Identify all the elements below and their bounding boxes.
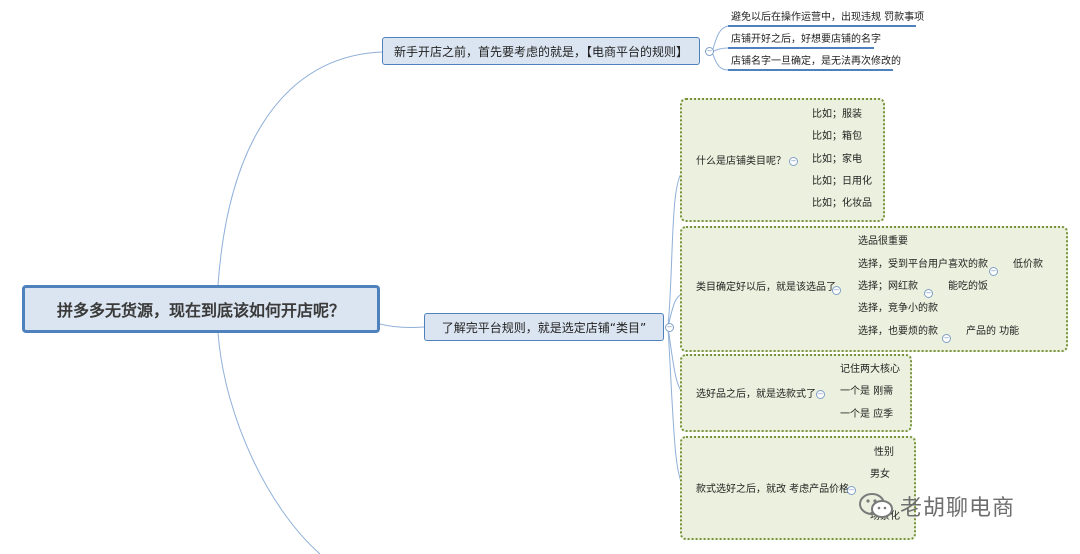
- leaf-male-female[interactable]: 男女: [870, 469, 890, 480]
- wechat-icon: [859, 493, 893, 518]
- leaf-gender[interactable]: 性别: [874, 447, 894, 458]
- leaf-selection-important[interactable]: 选品很重要: [858, 236, 908, 247]
- group-choose-style: [680, 354, 912, 432]
- group-label-product-selection[interactable]: 类目确定好以后，就是该选品了: [696, 282, 836, 293]
- group-what-is-category: [680, 98, 885, 222]
- branch-choose-category[interactable]: 了解完平台规则，就是选定店铺“类目”: [424, 313, 664, 341]
- collapse-icon[interactable]: −: [924, 289, 933, 298]
- watermark-text: 老胡聊电商: [900, 496, 1016, 521]
- collapse-icon[interactable]: −: [705, 47, 714, 56]
- collapse-icon[interactable]: −: [816, 390, 825, 399]
- leaf-necessity[interactable]: 一个是 刚需: [840, 386, 894, 397]
- leaf-avoid-violation[interactable]: 避免以后在操作运营中，出现违规 罚款事项: [731, 12, 925, 23]
- leaf-product-function[interactable]: 产品的 功能: [966, 326, 1020, 337]
- collapse-icon[interactable]: −: [789, 157, 798, 166]
- collapse-icon[interactable]: −: [847, 486, 856, 495]
- group-label-choose-style[interactable]: 选好品之后，就是选款式了: [696, 389, 816, 400]
- leaf-influencer-item[interactable]: 选择；网红款: [858, 281, 918, 292]
- watermark: 老胡聊电商: [858, 488, 1015, 524]
- leaf-example-cosmetics[interactable]: 比如；化妆品: [812, 198, 872, 209]
- group-label-what-is-category[interactable]: 什么是店铺类目呢？: [696, 156, 786, 167]
- leaf-example-bags[interactable]: 比如；箱包: [812, 131, 862, 142]
- leaf-two-cores[interactable]: 记住两大核心: [840, 364, 900, 375]
- branch-platform-rules[interactable]: 新手开店之前，首先要考虑的就是，【电商平台的规则】: [382, 37, 700, 65]
- leaf-bread-and-butter[interactable]: 能吃的饭: [948, 281, 988, 292]
- leaf-store-name[interactable]: 店铺开好之后，好想要店铺的名字: [731, 34, 881, 45]
- leaf-low-price[interactable]: 低价款: [1013, 259, 1043, 270]
- collapse-icon[interactable]: −: [832, 286, 841, 295]
- leaf-example-clothing[interactable]: 比如；服装: [812, 109, 862, 120]
- root-topic[interactable]: 拼多多无货源，现在到底该如何开店呢？: [22, 285, 380, 333]
- group-pricing: [680, 436, 916, 540]
- collapse-icon[interactable]: −: [665, 323, 674, 332]
- collapse-icon[interactable]: −: [989, 267, 998, 276]
- leaf-name-unchangeable[interactable]: 店铺名字一旦确定，是无法再次修改的: [731, 56, 901, 67]
- leaf-low-competition[interactable]: 选择，竞争小的款: [858, 303, 938, 314]
- group-product-selection: [680, 226, 1068, 352]
- leaf-example-appliances[interactable]: 比如；家电: [812, 154, 862, 165]
- leaf-example-daily-goods[interactable]: 比如；日用化: [812, 176, 872, 187]
- collapse-icon[interactable]: −: [942, 334, 951, 343]
- leaf-user-favorite[interactable]: 选择，受到平台用户喜欢的款: [858, 259, 988, 270]
- leaf-annoying-item[interactable]: 选择，也要烦的款: [858, 326, 938, 337]
- leaf-seasonal[interactable]: 一个是 应季: [840, 409, 894, 420]
- group-label-pricing[interactable]: 款式选好之后，就改 考虑产品价格: [696, 484, 850, 495]
